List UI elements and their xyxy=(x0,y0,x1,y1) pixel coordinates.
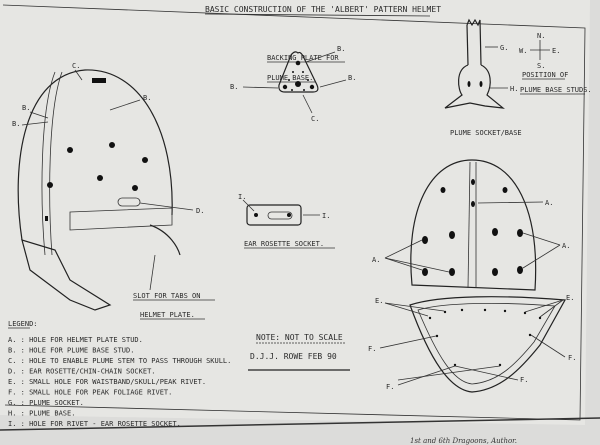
slot-caption-line1: SLOT FOR TABS ON xyxy=(133,292,200,300)
backing-plate-triangle xyxy=(242,51,347,114)
legend-item: D. : EAR ROSETTE/CHIN-CHAIN SOCKET. xyxy=(8,368,156,376)
backing-caption-line1: BACKING PLATE FOR xyxy=(267,54,339,62)
legend-item: H. : PLUME BASE. xyxy=(8,410,75,418)
front-label-a3: A. xyxy=(372,256,380,264)
peak-label-f3: F. xyxy=(386,383,394,391)
compass-w: W. xyxy=(519,47,527,55)
rosette-caption: EAR ROSETTE SOCKET. xyxy=(244,240,324,248)
peak-label-e1: E. xyxy=(375,297,383,305)
rosette-label-i1: I. xyxy=(238,193,246,201)
slot-caption-line2: HELMET PLATE. xyxy=(140,311,195,319)
legend-heading: LEGEND: xyxy=(8,320,38,328)
title-underline xyxy=(204,13,431,17)
legend-item: C. : HOLE TO ENABLE PLUME STEM TO PASS T… xyxy=(8,357,231,365)
legend-item: I. : HOLE FOR RIVET - EAR ROSETTE SOCKET… xyxy=(8,420,181,428)
peak-label-e2: E. xyxy=(566,294,574,302)
plate-label-b3: B. xyxy=(348,74,356,82)
diagram-title: BASIC CONSTRUCTION OF THE 'ALBERT' PATTE… xyxy=(205,5,441,14)
compass-n: N. xyxy=(537,32,545,40)
legend-item: F. : SMALL HOLE FOR PEAK FOLIAGE RIVET. xyxy=(8,389,172,397)
front-label-a2: A. xyxy=(562,242,570,250)
legend-item: B. : HOLE FOR PLUME BASE STUD. xyxy=(8,347,134,355)
front-label-a1: A. xyxy=(545,199,553,207)
helmet-side-view xyxy=(17,69,194,311)
page-caption: 1st and 6th Dragoons, Author. xyxy=(410,437,517,445)
plume-label-g: G. xyxy=(500,44,508,52)
author-date: D.J.J. ROWE FEB 90 xyxy=(250,352,337,361)
plate-label-b1: B. xyxy=(337,45,345,53)
position-line2: PLUME BASE STUDS. xyxy=(520,86,592,94)
side-label-b2: B. xyxy=(22,104,30,112)
plate-label-b2: B. xyxy=(230,83,238,91)
plume-caption: PLUME SOCKET/BASE xyxy=(450,129,522,137)
page-edge xyxy=(0,417,600,431)
legend-item: E. : SMALL HOLE FOR WAISTBAND/SKULL/PEAK… xyxy=(8,378,206,386)
position-line1: POSITION OF xyxy=(522,71,568,79)
compass-e: E. xyxy=(552,47,560,55)
side-label-b3: B. xyxy=(12,120,20,128)
helmet-peak-drawing xyxy=(379,296,566,393)
helmet-front-view xyxy=(384,159,561,291)
peak-label-f4: F. xyxy=(520,376,528,384)
compass-s: S. xyxy=(537,62,545,70)
legend-list: A. : HOLE FOR HELMET PLATE STUD. B. : HOL… xyxy=(8,336,231,428)
side-label-b1: B. xyxy=(143,94,151,102)
ear-rosette-drawing xyxy=(242,199,320,226)
plume-socket-drawing xyxy=(444,18,550,109)
page-border xyxy=(2,4,586,421)
rosette-label-i2: I. xyxy=(322,212,330,220)
plume-label-h: H. xyxy=(510,85,518,93)
side-label-c: C. xyxy=(72,62,80,70)
side-label-d: D. xyxy=(196,207,204,215)
legend-item: A. : HOLE FOR HELMET PLATE STUD. xyxy=(8,336,143,344)
legend-item: G. : PLUME SOCKET. xyxy=(8,399,84,407)
peak-label-f2: F. xyxy=(568,354,576,362)
scale-note: NOTE: NOT TO SCALE xyxy=(256,333,343,342)
peak-label-f1: F. xyxy=(368,345,376,353)
backing-caption-line2: PLUME BASE. xyxy=(267,74,313,82)
plate-label-c: C. xyxy=(311,115,319,123)
